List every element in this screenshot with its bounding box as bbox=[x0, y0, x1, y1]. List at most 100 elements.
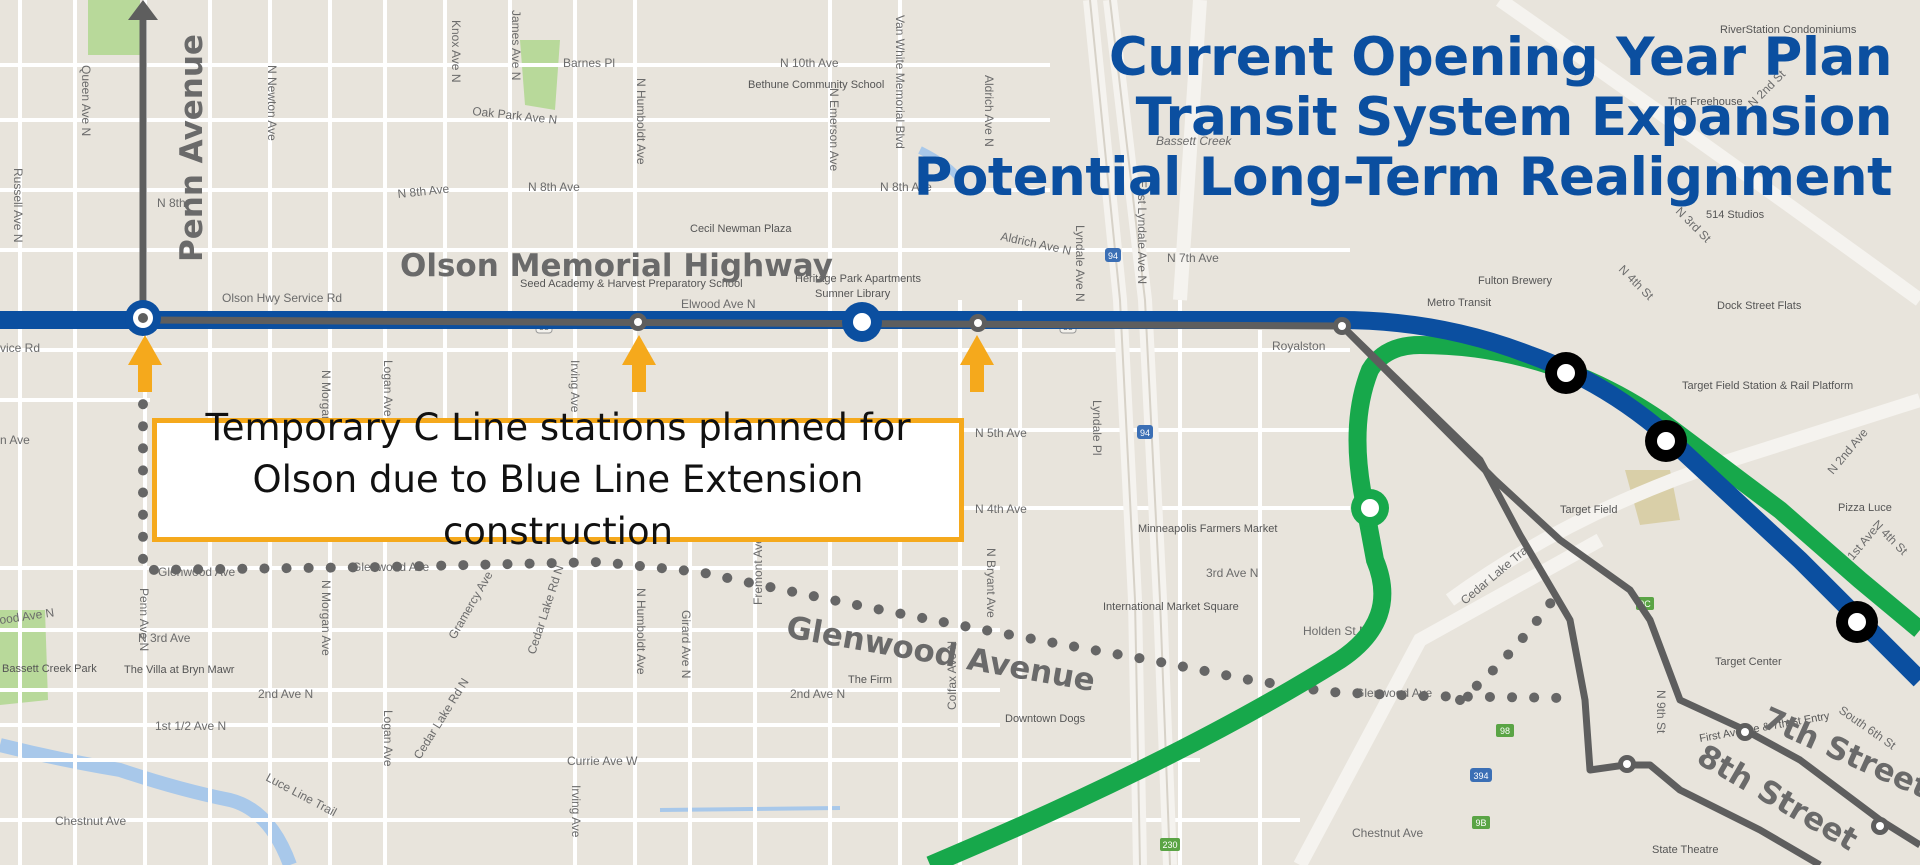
street-label: Chestnut Ave bbox=[1352, 826, 1423, 840]
street-label: n Ave bbox=[0, 433, 30, 447]
street-label: Barnes Pl bbox=[563, 56, 615, 70]
street-label: Knox Ave N bbox=[449, 20, 463, 82]
street-label: vice Rd bbox=[0, 341, 40, 355]
gray-route bbox=[139, 15, 1920, 865]
street-label: Chestnut Ave bbox=[55, 814, 126, 828]
shield-9c: 9C bbox=[1639, 599, 1651, 609]
street-label: Currie Ave W bbox=[567, 754, 638, 768]
street-label: N Morgan Ave bbox=[319, 580, 333, 656]
shield-94: 94 bbox=[1140, 428, 1150, 438]
poi-label: International Market Square bbox=[1103, 601, 1239, 613]
street-label: Irving Ave bbox=[568, 360, 582, 413]
poi-label: Downtown Dogs bbox=[1005, 713, 1086, 725]
street-label: N 8th bbox=[157, 196, 186, 210]
street-label: Logan Ave bbox=[381, 710, 395, 767]
park-area bbox=[520, 40, 560, 110]
street-label: N Humboldt Ave bbox=[634, 588, 648, 675]
poi-label: State Theatre bbox=[1652, 844, 1718, 856]
street-label: Bassett Creek bbox=[1156, 134, 1232, 148]
poi-label: Metro Transit bbox=[1427, 297, 1491, 309]
street-label: James Ave N bbox=[509, 10, 523, 80]
street-label: East Lyndale Ave N bbox=[1135, 180, 1149, 284]
poi-label: Target Field Station & Rail Platform bbox=[1682, 380, 1853, 392]
street-label: N Emerson Ave bbox=[827, 88, 841, 171]
street-label: Lyndale Pl bbox=[1090, 400, 1104, 456]
shield-230: 230 bbox=[1162, 840, 1177, 850]
street-label: Fremont Ave N bbox=[751, 525, 765, 605]
poi-label: Pizza Luce bbox=[1838, 502, 1892, 514]
poi-label: Dock Street Flats bbox=[1717, 300, 1802, 312]
poi-label: The Firm bbox=[848, 674, 892, 686]
poi-label: The Freehouse bbox=[1668, 96, 1743, 108]
shield-94: 94 bbox=[1108, 251, 1118, 261]
arrow-up-icon bbox=[960, 335, 994, 392]
street-label: N 4th Ave bbox=[975, 502, 1027, 516]
poi-label: 514 Studios bbox=[1706, 209, 1765, 221]
poi-label: Cecil Newman Plaza bbox=[690, 223, 792, 235]
temporary-stations-callout: Temporary C Line stations planned for Ol… bbox=[152, 406, 964, 553]
street-label: Colfax Ave N bbox=[945, 641, 959, 710]
shield-394: 394 bbox=[1473, 771, 1488, 781]
temporary-station-arrows bbox=[128, 335, 994, 392]
legend-line-realignment: Potential Long-Term Realignment bbox=[913, 147, 1893, 208]
street-label: Penn Ave N bbox=[137, 588, 151, 651]
street-label: N 3rd Ave bbox=[138, 631, 191, 645]
street-label: N 5th Ave bbox=[975, 426, 1027, 440]
street-label: N Humboldt Ave bbox=[634, 78, 648, 165]
street-label: N Bryant Ave bbox=[984, 548, 998, 618]
street-label: Olson Hwy Service Rd bbox=[222, 291, 342, 305]
poi-label: Heritage Park Apartments bbox=[795, 273, 921, 285]
poi-label: Seed Academy & Harvest Preparatory Schoo… bbox=[520, 278, 743, 290]
street-label: 1st 1/2 Ave N bbox=[155, 719, 226, 733]
shield-9b: 9B bbox=[1475, 818, 1486, 828]
creek-water bbox=[918, 146, 964, 183]
street-label: Glenwood Ave bbox=[1355, 686, 1432, 700]
arrow-up-icon bbox=[622, 335, 656, 392]
street-label: Elwood Ave N bbox=[681, 297, 756, 311]
park-area bbox=[88, 0, 140, 55]
poi-label: RiverStation Condominiums bbox=[1720, 24, 1857, 36]
street-label: Logan Ave bbox=[381, 360, 395, 417]
poi-label: Minneapolis Farmers Market bbox=[1138, 523, 1277, 535]
poi-label: Fulton Brewery bbox=[1478, 275, 1552, 287]
poi-label: Bethune Community School bbox=[748, 79, 884, 91]
olson-highway-label: Olson Memorial Highway bbox=[400, 248, 833, 284]
glenwood-dotted-route bbox=[1455, 585, 1565, 705]
street-label: Van White Memorial Blvd bbox=[893, 15, 907, 149]
glenwood-dotted-route bbox=[138, 377, 1573, 703]
map-legend: Current Opening Year Plan Transit System… bbox=[913, 27, 1893, 208]
street-label: N 9th St bbox=[1654, 690, 1668, 734]
street-label: N Newton Ave bbox=[265, 65, 279, 141]
park-area bbox=[0, 610, 48, 705]
street-label: N 8th Ave bbox=[880, 180, 932, 194]
penn-north-arrow bbox=[128, 0, 158, 20]
street-label: Holden St N bbox=[1303, 624, 1368, 638]
poi-label: Bassett Creek Park bbox=[2, 663, 97, 675]
street-label: Girard Ave N bbox=[679, 610, 693, 678]
stations bbox=[125, 300, 1889, 835]
street-label: N 8th Ave bbox=[528, 180, 580, 194]
street-label: Royalston bbox=[1272, 339, 1325, 353]
street-label: N 10th Ave bbox=[780, 56, 839, 70]
shield-98: 98 bbox=[1500, 726, 1510, 736]
legend-line-expansion: Transit System Expansion bbox=[1135, 87, 1893, 148]
street-label: N 8th Ave bbox=[397, 182, 450, 201]
street-label: Russell Ave N bbox=[11, 168, 25, 242]
blue-line-route bbox=[0, 311, 1920, 687]
penn-avenue-label: Penn Avenue bbox=[174, 34, 210, 262]
street-label: N 7th Ave bbox=[1167, 251, 1219, 265]
street-label: 2nd Ave N bbox=[790, 687, 845, 701]
poi-label: The Villa at Bryn Mawr bbox=[124, 664, 235, 676]
street-label: 3rd Ave N bbox=[1206, 566, 1258, 580]
street-label: Lyndale Ave N bbox=[1073, 225, 1087, 302]
poi-label: Target Field bbox=[1560, 504, 1617, 516]
street-label: Aldrich Ave N bbox=[982, 75, 996, 147]
creek-water bbox=[659, 806, 841, 812]
legend-line-current: Current Opening Year Plan bbox=[1108, 27, 1893, 88]
freeway-outline bbox=[1089, 0, 1171, 865]
street-label: Irving Ave bbox=[569, 785, 583, 838]
arrow-up-icon bbox=[128, 335, 162, 392]
callout-text: Temporary C Line stations planned for Ol… bbox=[205, 406, 911, 553]
poi-label: Target Center bbox=[1715, 656, 1782, 668]
